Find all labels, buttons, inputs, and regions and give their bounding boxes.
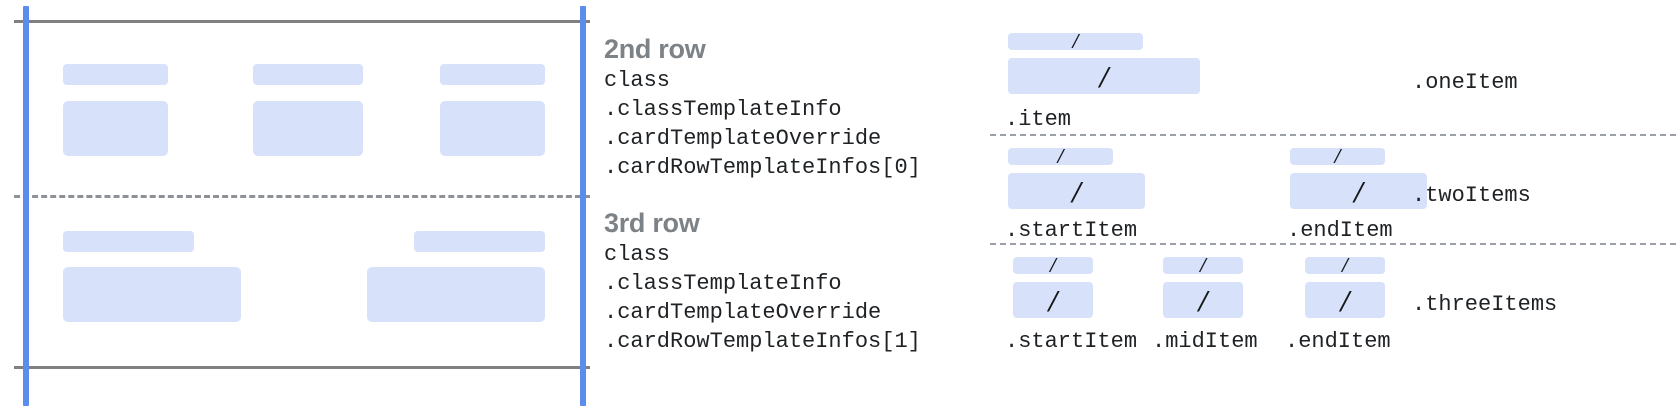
- item-cell: / /: [1290, 144, 1427, 209]
- preview-label-slot: [253, 64, 363, 85]
- annotation-third-row: 3rd row class .classTemplateInfo .cardTe…: [604, 206, 921, 356]
- annotation-line: .classTemplateInfo: [604, 97, 842, 122]
- slash-glyph: /: [1198, 282, 1208, 318]
- item-cell: / /: [1163, 253, 1243, 318]
- card-row-divider: [14, 195, 590, 198]
- item-cell-caption: .startItem: [1005, 329, 1138, 354]
- preview-label-slot: [440, 64, 545, 85]
- item-layout-label: .threeItems: [1412, 292, 1558, 317]
- item-layout-divider: [990, 134, 1676, 136]
- cell-content-slot: /: [1013, 282, 1093, 318]
- preview-label-slot: [63, 64, 168, 85]
- cell-content-slot: /: [1305, 282, 1385, 318]
- preview-label-slot: [63, 231, 194, 252]
- slash-glyph: /: [1099, 58, 1109, 94]
- slash-glyph: /: [1072, 29, 1079, 53]
- annotation-line: .cardTemplateOverride: [604, 126, 882, 151]
- annotation-heading: 3rd row: [604, 208, 700, 238]
- preview-content-slot: [63, 101, 168, 156]
- item-cell: / /: [1008, 29, 1200, 94]
- slash-glyph: /: [1354, 173, 1363, 209]
- item-layout-label: .twoItems: [1412, 183, 1531, 208]
- slash-glyph: /: [1050, 253, 1056, 277]
- annotation-line: .cardTemplateOverride: [604, 300, 882, 325]
- preview-content-slot: [253, 101, 363, 156]
- card-bottom-rule: [14, 366, 590, 369]
- cell-content-slot: /: [1290, 173, 1427, 209]
- slash-glyph: /: [1057, 144, 1064, 168]
- cell-label-slot: /: [1008, 29, 1143, 53]
- cell-label-slot: /: [1290, 144, 1385, 168]
- item-cell: / /: [1305, 253, 1385, 318]
- annotation-line: class: [604, 68, 671, 93]
- item-layout-label: .oneItem: [1412, 70, 1518, 95]
- annotation-heading: 2nd row: [604, 34, 706, 64]
- card-top-rule: [14, 20, 590, 23]
- slash-glyph: /: [1340, 282, 1350, 318]
- annotation-line: .cardRowTemplateInfos[1]: [604, 329, 921, 354]
- cell-content-slot: /: [1008, 173, 1145, 209]
- slash-glyph: /: [1200, 253, 1206, 277]
- preview-content-slot: [367, 267, 545, 322]
- slash-glyph: /: [1072, 173, 1081, 209]
- item-cell-caption: .endItem: [1287, 218, 1393, 243]
- cell-label-slot: /: [1013, 253, 1093, 277]
- slash-glyph: /: [1048, 282, 1058, 318]
- cell-content-slot: /: [1163, 282, 1243, 318]
- item-cell-caption: .item: [1005, 107, 1072, 132]
- preview-label-slot: [414, 231, 545, 252]
- preview-content-slot: [440, 101, 545, 156]
- item-cell-caption: .startItem: [1005, 218, 1138, 243]
- cell-content-slot: /: [1008, 58, 1200, 94]
- cell-label-slot: /: [1305, 253, 1385, 277]
- left-guide-line: [23, 6, 29, 406]
- preview-content-slot: [63, 267, 241, 322]
- item-layout-divider: [990, 243, 1676, 245]
- item-cell: / /: [1008, 144, 1145, 209]
- annotation-second-row: 2nd row class .classTemplateInfo .cardTe…: [604, 32, 921, 182]
- cell-label-slot: /: [1163, 253, 1243, 277]
- annotation-line: .cardRowTemplateInfos[0]: [604, 155, 921, 180]
- right-guide-line: [580, 6, 586, 406]
- item-cell: / /: [1013, 253, 1093, 318]
- annotation-line: class: [604, 242, 671, 267]
- item-cell-caption: .endItem: [1285, 329, 1391, 354]
- annotation-line: .classTemplateInfo: [604, 271, 842, 296]
- item-cell-caption: .midItem: [1152, 329, 1258, 354]
- slash-glyph: /: [1334, 144, 1341, 168]
- cell-label-slot: /: [1008, 144, 1113, 168]
- slash-glyph: /: [1342, 253, 1348, 277]
